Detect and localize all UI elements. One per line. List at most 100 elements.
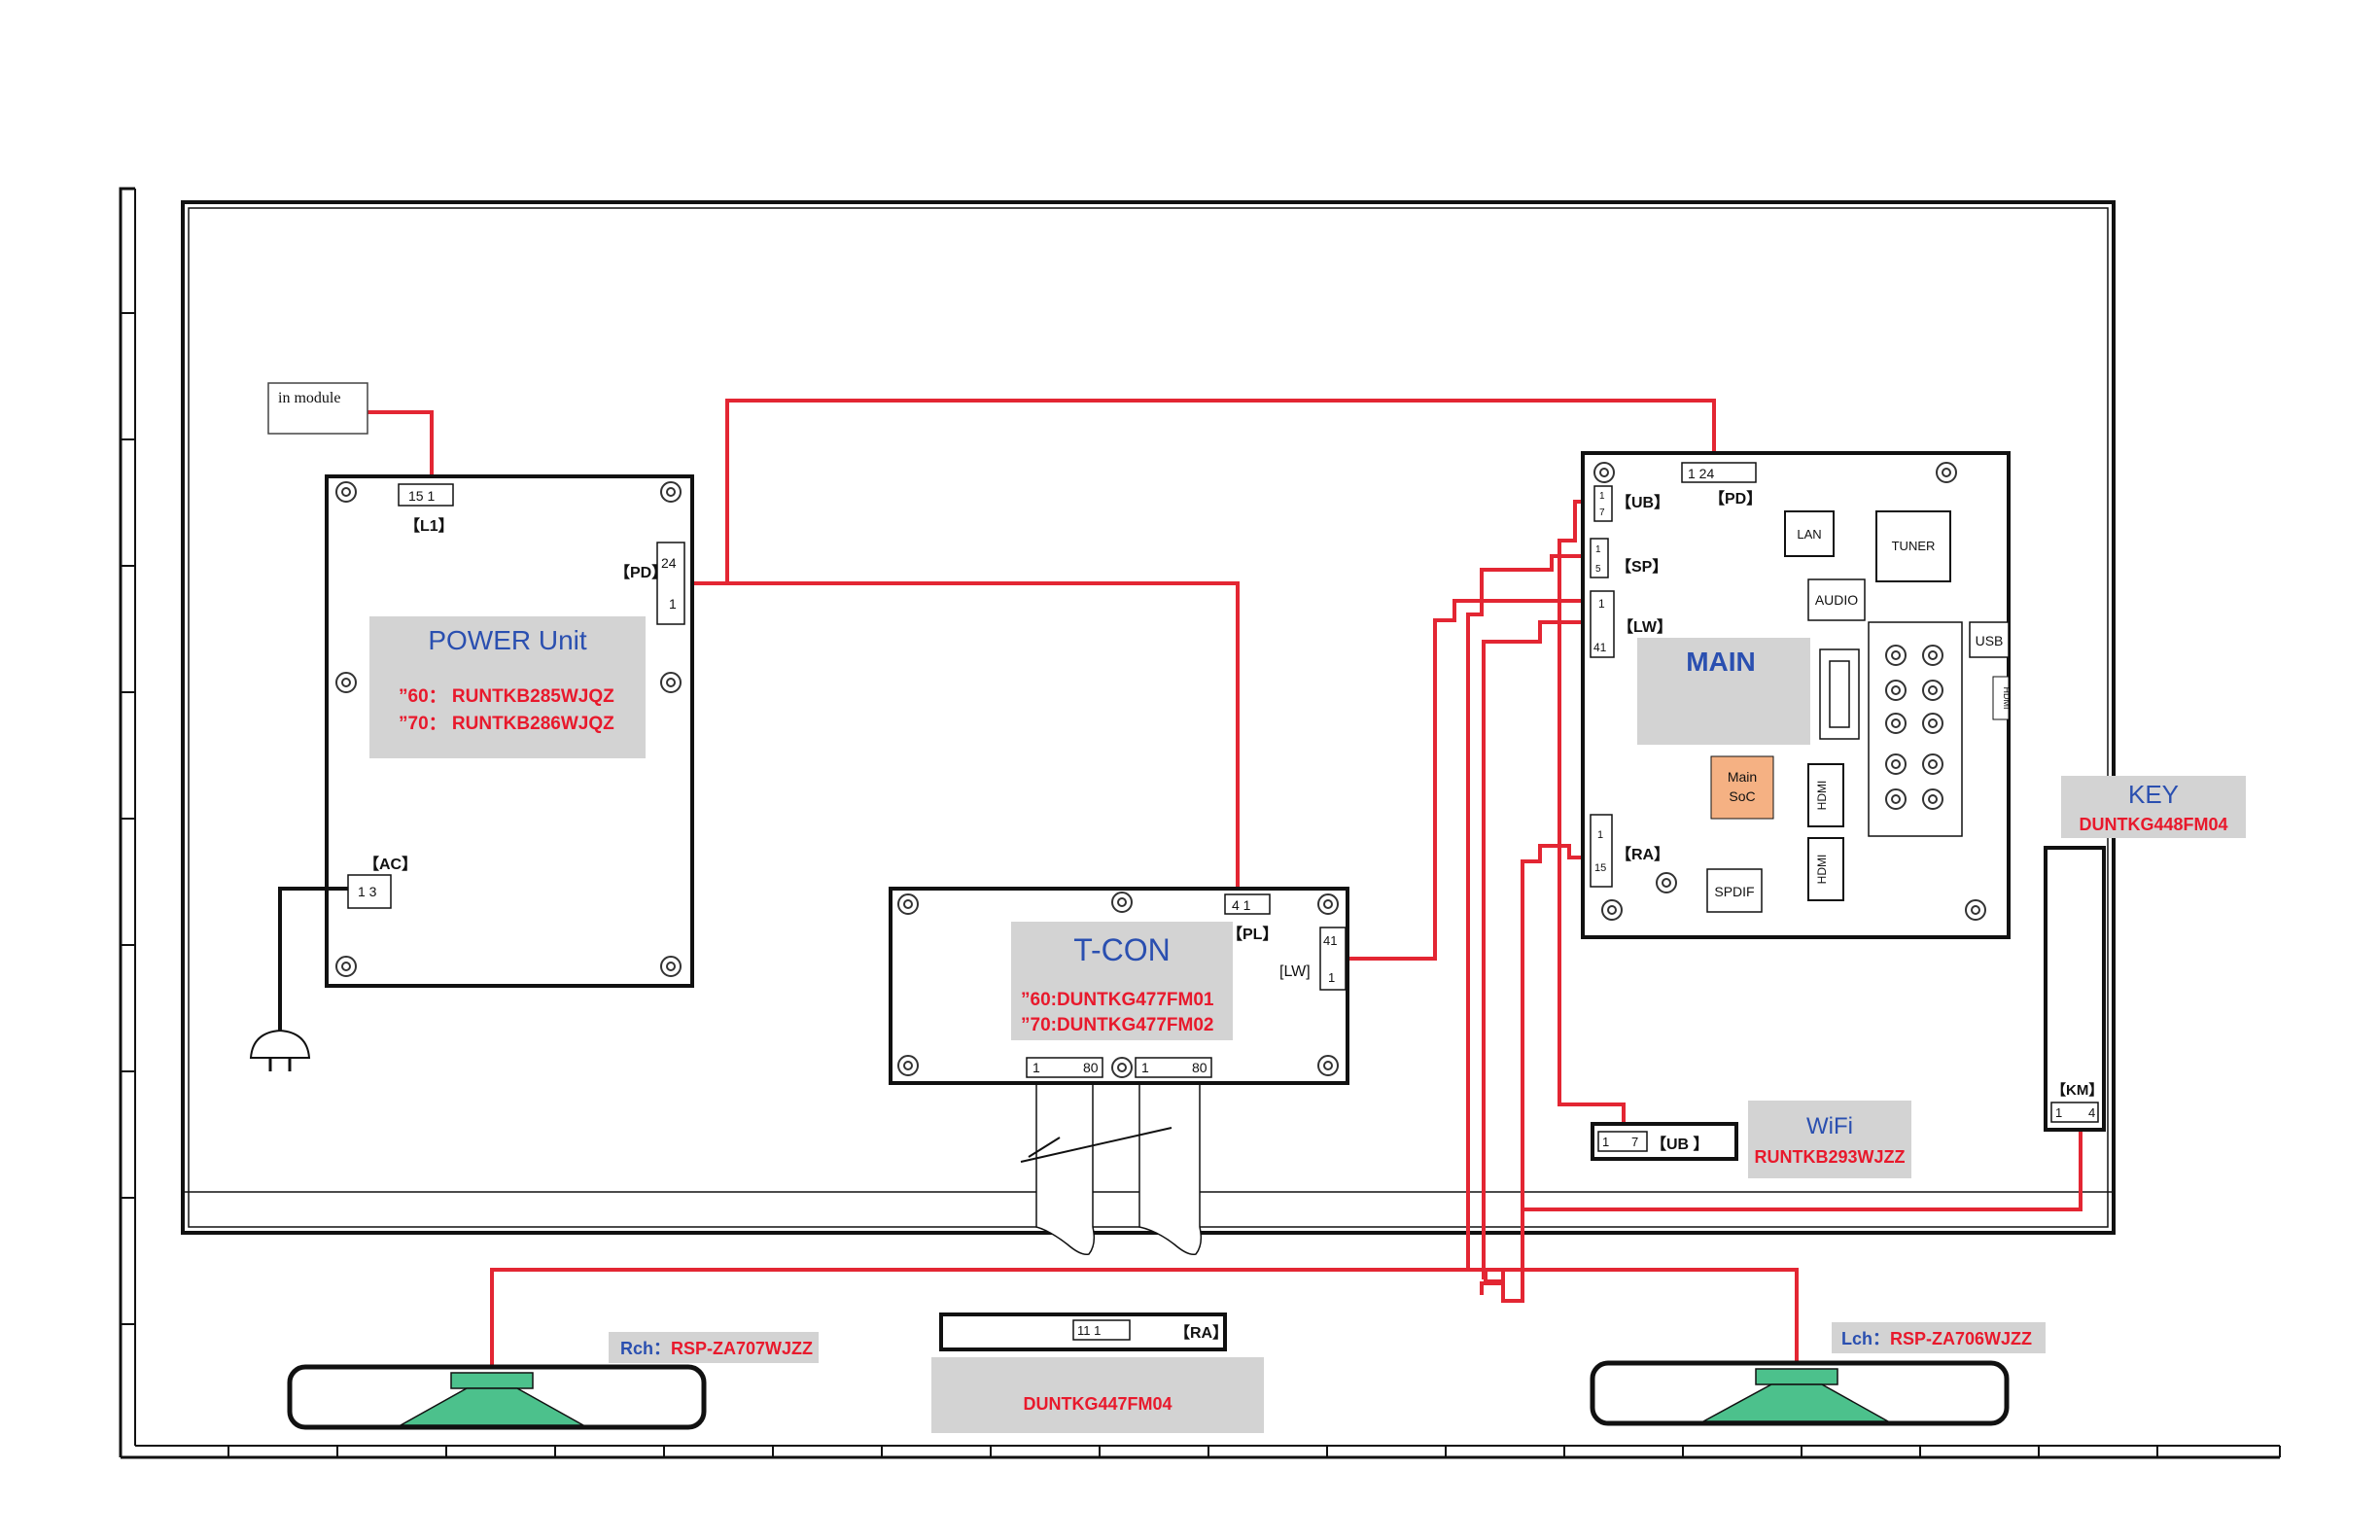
cabinet-frame: [119, 187, 2281, 1459]
main-lw-connector: [1590, 590, 1615, 658]
main-sp-pin-bottom: 5: [1595, 564, 1601, 575]
main-lw-label: 【LW】: [1618, 618, 1672, 636]
ra-part: DUNTKG447FM04: [1023, 1394, 1172, 1414]
soc-label-line1: Main: [1728, 769, 1757, 785]
main-ub-pin-bottom: 7: [1599, 508, 1605, 518]
key-unit: KEY DUNTKG448FM04 【KM】 1 4: [2044, 776, 2246, 1132]
main-info-box: [1637, 638, 1810, 745]
audio-label: AUDIO: [1815, 592, 1858, 608]
main-lw-pin-bottom: 41: [1593, 641, 1607, 654]
tcon-info-box: [1011, 922, 1233, 1040]
power-pd-pin-top: 24: [661, 555, 677, 571]
main-pd-pins: 1 24: [1688, 466, 1714, 481]
key-board: [2044, 846, 2106, 1132]
key-title: KEY: [2128, 780, 2179, 809]
main-ub-pin-top: 1: [1599, 491, 1605, 502]
main-ub-label: 【UB】: [1616, 494, 1669, 511]
power-l1-pins: 15 1: [408, 488, 435, 504]
power-l1-label: 【L1】: [404, 517, 454, 535]
main-lw-pin-top: 1: [1598, 597, 1605, 611]
hdmi-1-label: HDMI: [1815, 781, 1829, 811]
power-ac-label: 【AC】: [364, 856, 417, 873]
power-pd-pin-bottom: 1: [669, 596, 677, 612]
usb-label: USB: [1976, 633, 2004, 648]
av-jack-panel: [1868, 621, 1963, 837]
tcon-lvds-right-pin-a: 1: [1141, 1060, 1149, 1075]
main-soc-chip: [1710, 755, 1774, 820]
speaker-r-cone-icon: [398, 1387, 586, 1426]
wifi-ub-pin-a: 1: [1602, 1135, 1609, 1149]
wire-in-module-l1: [368, 410, 434, 494]
ra-board: 11 1 【RA】 DUNTKG447FM04: [931, 1312, 1264, 1433]
tcon-lvds-right-pin-b: 80: [1192, 1060, 1208, 1075]
ra-info-box: [931, 1357, 1264, 1433]
wire-sp-lch: [1468, 1268, 1799, 1375]
main-ra-pin-bottom: 15: [1594, 862, 1606, 874]
power-ac-connector: [347, 874, 392, 909]
power-info-box: [369, 616, 646, 758]
tcon-board: 4 1 【PL】 41 1 [LW] T-CON ”60:DUNTKG477FM…: [889, 887, 1349, 1085]
speaker-l-prefix: Lch：: [1841, 1329, 1890, 1348]
wifi-part: RUNTKB293WJZZ: [1754, 1147, 1905, 1167]
main-pd-connector: [1681, 462, 1757, 483]
speaker-r-part: RSP-ZA707WJZZ: [671, 1339, 813, 1358]
power-ac-pins: 1 3: [358, 884, 377, 899]
av-jacks: [1885, 645, 1943, 810]
speaker-r-label-box: [609, 1332, 819, 1363]
power-title: POWER Unit: [428, 625, 587, 655]
key-km-connector: [2050, 1102, 2099, 1123]
tcon-lvds-left-pin-a: 1: [1032, 1060, 1040, 1075]
hdmi-2-label: HDMI: [1815, 855, 1829, 885]
tcon-title: T-CON: [1073, 932, 1171, 967]
tuner-label: TUNER: [1892, 539, 1936, 553]
ra-connector: [1072, 1319, 1131, 1341]
main-ra-pin-top: 1: [1597, 829, 1603, 841]
tcon-lvds-left-pin-b: 80: [1083, 1060, 1099, 1075]
ra-label: 【RA】: [1174, 1324, 1228, 1342]
key-km-pin-b: 4: [2088, 1105, 2095, 1120]
usb-port: [1969, 621, 2010, 658]
power-pd-label: 【PD】: [614, 564, 667, 581]
tcon-lw-connector: [1319, 927, 1347, 991]
main-board: 1 24 【PD】 1 7 【UB】 1 5 【SP】 1 41 【LW】 1 …: [1581, 451, 2012, 939]
soc-label-line2: SoC: [1729, 788, 1755, 804]
tcon-pl-label: 【PL】: [1227, 926, 1278, 943]
power-part-60: ”60： RUNTKB285WJQZ: [399, 686, 614, 707]
tcon-pl-connector: [1224, 893, 1271, 915]
main-sp-label: 【SP】: [1616, 558, 1667, 576]
key-part: DUNTKG448FM04: [2079, 815, 2227, 834]
wifi-ub-connector: [1597, 1131, 1648, 1152]
main-ub-connector: [1593, 485, 1613, 522]
speaker-r-prefix: Rch：: [620, 1339, 671, 1358]
wire-main-ub-wifi: [1558, 500, 1626, 1139]
hdmi-port-2: [1807, 837, 1844, 901]
main-sp-pin-top: 1: [1595, 544, 1601, 555]
main-title: MAIN: [1686, 647, 1756, 677]
tcon-lw-pin-top: 41: [1323, 933, 1337, 948]
wiring-harness: [368, 399, 2082, 1375]
power-unit-board: 15 1 【L1】 24 1 【PD】 POWER Unit ”60： RUNT…: [325, 474, 694, 988]
lan-label: LAN: [1797, 527, 1821, 542]
wifi-unit: WiFi RUNTKB293WJZZ 1 7 【UB 】: [1591, 1101, 1911, 1178]
tcon-lvds-right-connector: [1135, 1057, 1212, 1078]
wifi-info-box: [1748, 1101, 1911, 1178]
main-ra-connector: [1590, 814, 1613, 888]
wifi-title: WiFi: [1806, 1113, 1853, 1139]
ac-plug-icon: [249, 1029, 311, 1059]
main-sp-connector: [1590, 538, 1609, 578]
tcon-part-70: ”70:DUNTKG477FM02: [1021, 1015, 1214, 1035]
main-ra-label: 【RA】: [1616, 846, 1669, 863]
key-km-pin-a: 1: [2055, 1105, 2062, 1120]
svg-text:Rch：RSP-ZA707WJZZ: Rch：RSP-ZA707WJZZ: [620, 1339, 813, 1358]
speaker-l-part: RSP-ZA706WJZZ: [1890, 1329, 2032, 1348]
speaker-l-cone-icon: [1702, 1383, 1891, 1422]
speaker-left: Lch：RSP-ZA706WJZZ: [1590, 1322, 2046, 1426]
speaker-l-label-box: [1832, 1322, 2046, 1353]
tcon-part-60: ”60:DUNTKG477FM01: [1021, 990, 1214, 1010]
speaker-r-magnet: [450, 1372, 534, 1389]
spdif-label: SPDIF: [1714, 884, 1754, 899]
wire-main-lw-branch: [1482, 620, 1594, 1279]
wifi-ub-label: 【UB 】: [1651, 1136, 1709, 1153]
ac-cord: [249, 887, 348, 1071]
wire-main-ra-ra-board: [1480, 844, 1594, 1303]
